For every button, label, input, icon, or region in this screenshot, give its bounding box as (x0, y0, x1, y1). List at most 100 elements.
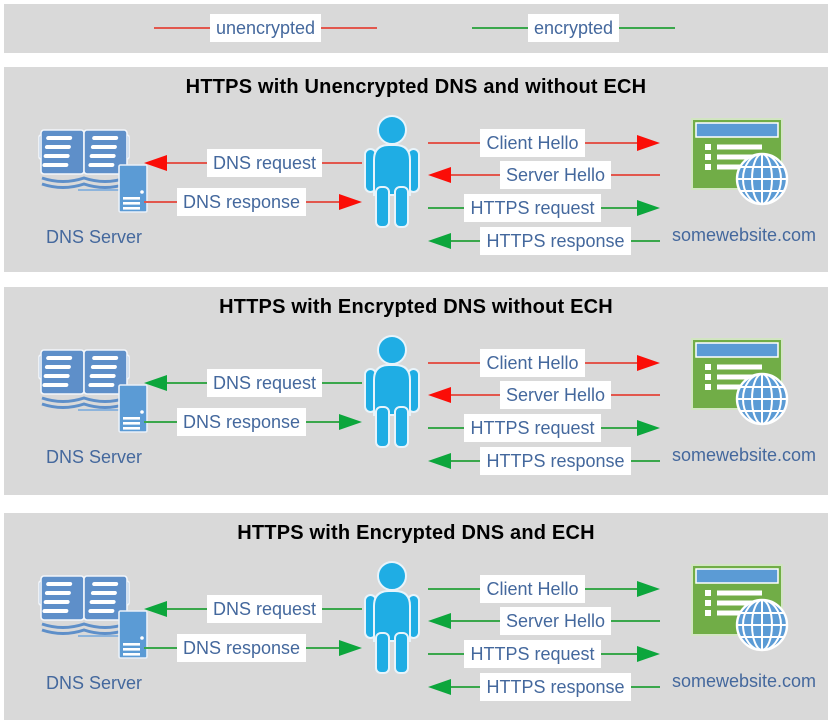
dns-server-label: DNS Server (46, 227, 143, 247)
arrow-https-response: HTTPS response (428, 447, 660, 475)
arrow-https-response: HTTPS response (428, 227, 660, 255)
dns-server-label: DNS Server (46, 673, 143, 693)
user-icon (364, 335, 420, 448)
website-icon (690, 563, 796, 657)
arrow-line (600, 207, 638, 209)
arrow-label: HTTPS response (480, 447, 631, 475)
arrowhead-left-icon (428, 167, 451, 183)
dns-server-icon (38, 348, 149, 434)
arrow-line (600, 427, 638, 429)
arrow-line (451, 240, 481, 242)
arrow-line (630, 686, 660, 688)
arrowhead-right-icon (637, 581, 661, 597)
arrow-line (428, 588, 481, 590)
arrow-line (584, 142, 638, 144)
arrow-https-request: HTTPS request (428, 414, 661, 442)
panel-title: HTTPS with Encrypted DNS and ECH (237, 522, 595, 544)
arrow-label: HTTPS response (480, 227, 631, 255)
arrow-line (322, 162, 363, 164)
dns-server-icon (38, 128, 149, 214)
arrow-line (144, 421, 177, 423)
arrow-line (630, 240, 660, 242)
arrow-line (322, 382, 363, 384)
arrowhead-right-icon (339, 414, 362, 430)
arrow-line (584, 362, 638, 364)
panel-unencrypted-dns-no-ech: HTTPS with Unencrypted DNS and without E… (4, 67, 828, 272)
arrowhead-right-icon (637, 200, 661, 216)
arrow-label: Server Hello (499, 381, 612, 409)
arrow-line (611, 174, 661, 176)
arrow-label: Server Hello (499, 607, 612, 635)
arrow-label: Server Hello (499, 161, 612, 189)
arrow-dns-request: DNS request (144, 369, 363, 397)
arrow-label: DNS response (176, 634, 307, 662)
arrow-dns-response: DNS response (144, 408, 362, 436)
arrow-client-hello: Client Hello (428, 575, 661, 603)
legend-item-unencrypted: unencrypted (154, 14, 378, 42)
arrow-dns-request: DNS request (144, 595, 363, 623)
arrow-line (600, 653, 638, 655)
arrowhead-right-icon (637, 135, 661, 151)
arrow-label: Client Hello (480, 129, 585, 157)
arrow-line (451, 686, 481, 688)
arrow-line (306, 647, 339, 649)
panel-title: HTTPS with Encrypted DNS without ECH (219, 296, 613, 318)
arrow-line (451, 620, 500, 622)
arrow-client-hello: Client Hello (428, 129, 661, 157)
arrow-line (428, 362, 481, 364)
arrow-line (428, 653, 465, 655)
arrowhead-left-icon (428, 613, 451, 629)
arrow-server-hello: Server Hello (428, 607, 661, 635)
panel-title: HTTPS with Unencrypted DNS and without E… (185, 76, 647, 98)
arrow-client-hello: Client Hello (428, 349, 661, 377)
legend-item-encrypted: encrypted (472, 14, 676, 42)
arrow-line (451, 460, 481, 462)
arrow-line (428, 427, 465, 429)
arrowhead-left-icon (144, 155, 167, 171)
arrow-https-response: HTTPS response (428, 673, 660, 701)
website-icon (690, 117, 796, 211)
arrowhead-left-icon (144, 375, 167, 391)
website-label: somewebsite.com (671, 225, 817, 245)
unencrypted-line-sample (154, 27, 210, 29)
dns-server-icon (38, 574, 149, 660)
arrowhead-right-icon (339, 640, 362, 656)
user-icon (364, 561, 420, 674)
legend-label-unencrypted: unencrypted (210, 14, 322, 42)
arrow-line (306, 201, 339, 203)
arrow-line (306, 421, 339, 423)
website-label: somewebsite.com (671, 671, 817, 691)
arrowhead-left-icon (144, 601, 167, 617)
arrow-label: HTTPS request (464, 640, 601, 668)
panel-encrypted-dns-no-ech: HTTPS with Encrypted DNS without ECH DNS… (4, 287, 828, 495)
arrow-line (584, 588, 638, 590)
arrow-line (144, 201, 177, 203)
arrow-line (428, 142, 481, 144)
arrow-label: DNS request (206, 595, 323, 623)
legend-bar: unencrypted encrypted (4, 4, 828, 53)
arrowhead-left-icon (428, 453, 451, 469)
arrow-line (630, 460, 660, 462)
arrowhead-right-icon (339, 194, 362, 210)
arrowhead-right-icon (637, 646, 661, 662)
arrow-server-hello: Server Hello (428, 381, 661, 409)
arrow-dns-response: DNS response (144, 634, 362, 662)
arrow-label: HTTPS request (464, 194, 601, 222)
arrow-label: DNS request (206, 369, 323, 397)
legend-label-encrypted: encrypted (528, 14, 620, 42)
website-icon (690, 337, 796, 431)
arrowhead-left-icon (428, 679, 451, 695)
arrow-label: Client Hello (480, 349, 585, 377)
arrow-label: HTTPS response (480, 673, 631, 701)
arrow-dns-request: DNS request (144, 149, 363, 177)
unencrypted-line-sample (321, 27, 378, 29)
encrypted-line-sample (472, 27, 528, 29)
arrow-line (451, 174, 500, 176)
arrow-https-request: HTTPS request (428, 640, 661, 668)
arrowhead-left-icon (428, 233, 451, 249)
arrow-label: DNS response (176, 188, 307, 216)
arrow-line (428, 207, 465, 209)
arrow-line (167, 162, 207, 164)
arrow-line (167, 608, 207, 610)
